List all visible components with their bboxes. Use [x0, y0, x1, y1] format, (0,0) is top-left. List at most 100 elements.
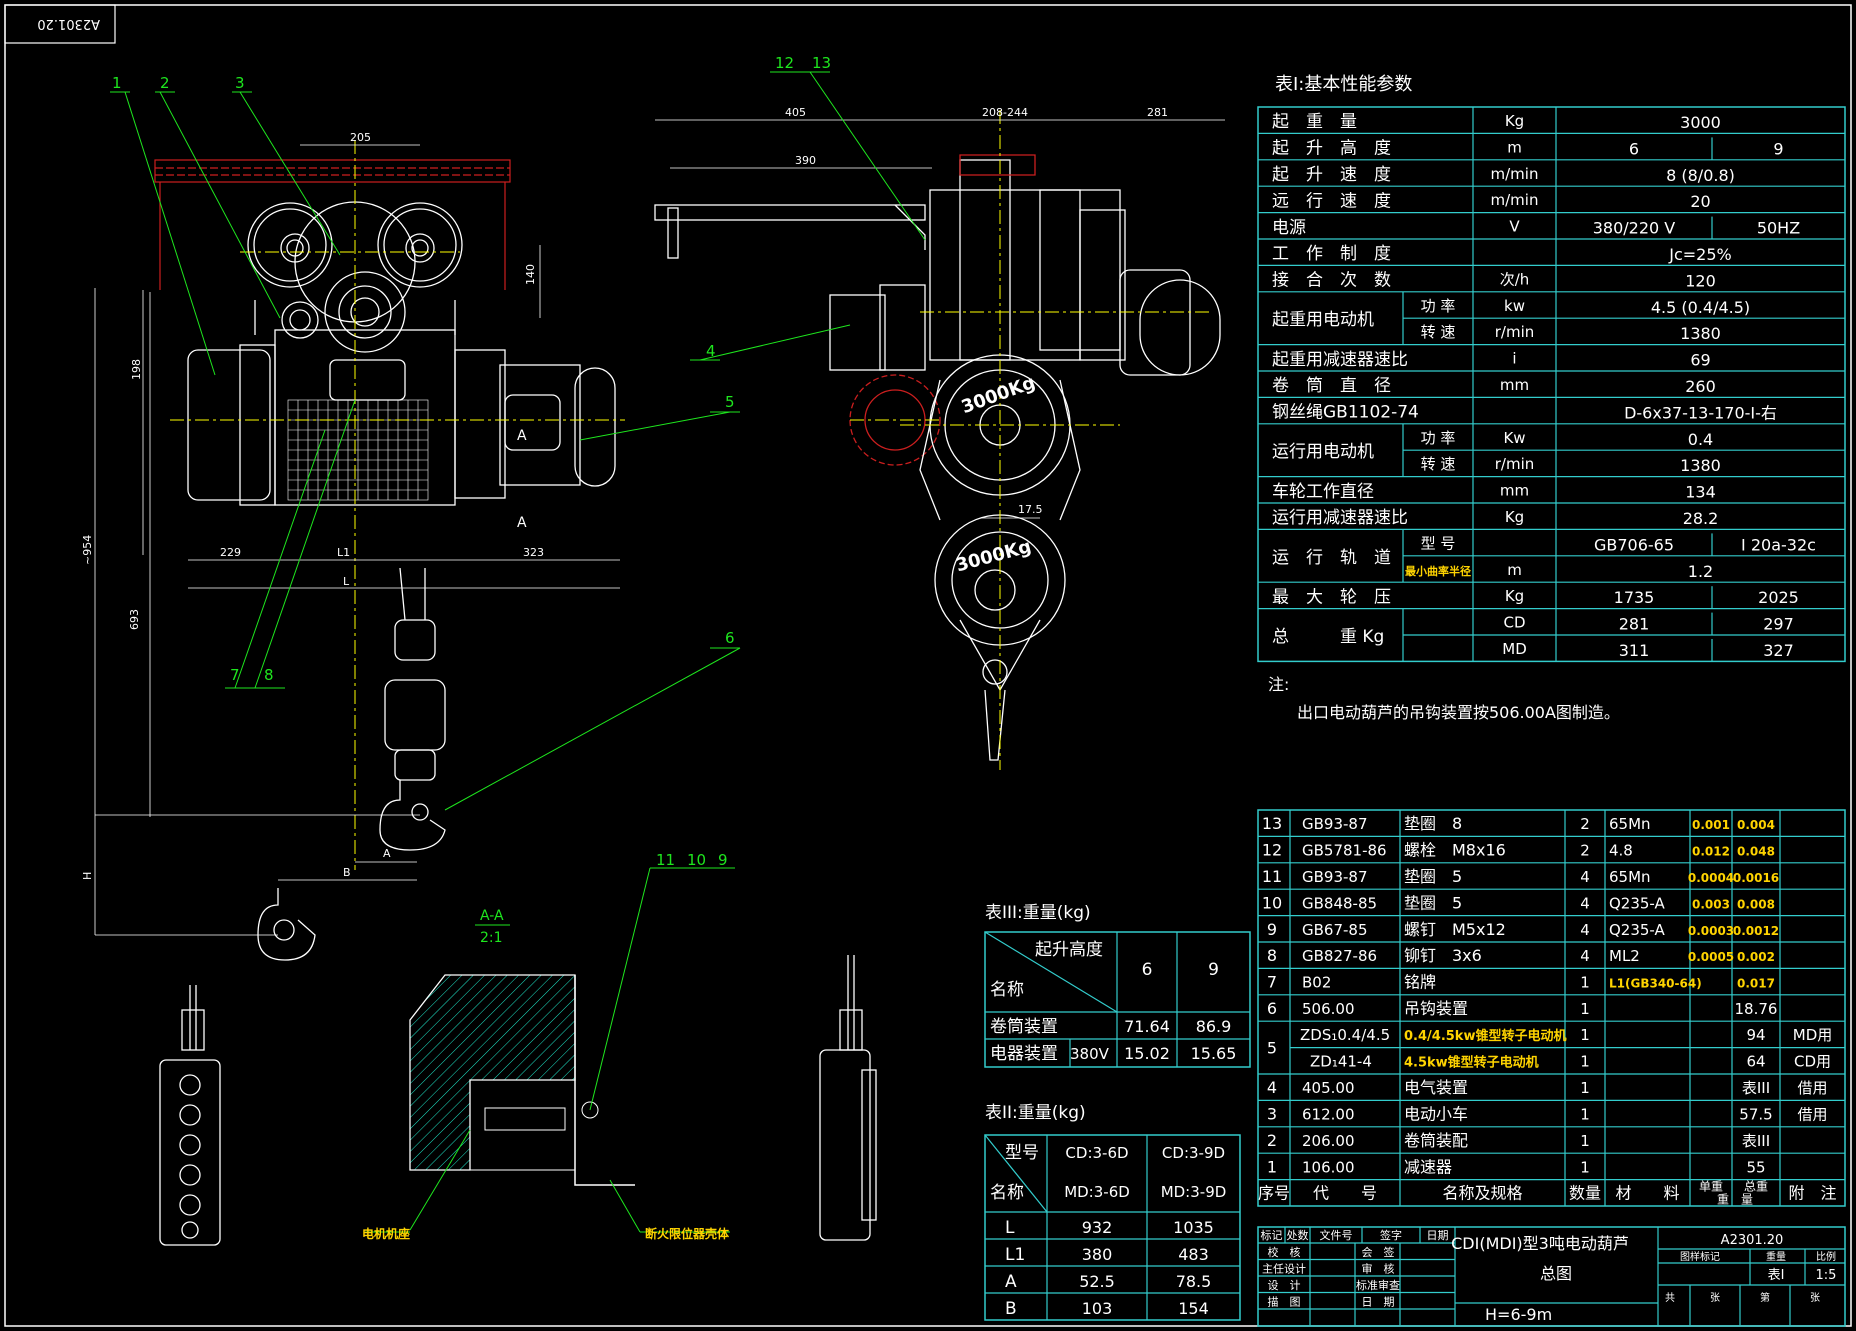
title-block-drawing-no: A2301.20 [1721, 1233, 1784, 1248]
dim-H: H [81, 872, 94, 880]
table1-unit: Kw [1503, 429, 1525, 447]
table1-value: 4.5 (0.4/4.5) [1651, 298, 1750, 317]
bom-no: 2 [1267, 1131, 1277, 1150]
bom-name: 铭牌 [1404, 973, 1436, 992]
bom-name: 电气装置 [1404, 1078, 1468, 1097]
title-block-stage-hdr: 重量 [1766, 1250, 1786, 1263]
callout-2: 2 [160, 74, 170, 92]
table3-col: 9 [1208, 960, 1219, 980]
title-block-role: 设 计 [1268, 1279, 1301, 1292]
dim-140: 140 [524, 264, 537, 285]
title-block-range: H=6-9m [1485, 1305, 1552, 1324]
bom-note: CD用 [1794, 1053, 1831, 1071]
bom-code: ZD₁41-4 [1310, 1053, 1372, 1071]
table3-col: 6 [1142, 960, 1153, 980]
table1-title: 表Ⅰ:基本性能参数 [1275, 74, 1412, 95]
table1-unit: mm [1500, 376, 1529, 394]
dim-390: 390 [795, 154, 816, 167]
table3-corner-top: 起升高度 [1035, 940, 1103, 960]
title-block-role: 校 核 [1268, 1245, 1301, 1259]
bom-qty: 4 [1580, 868, 1590, 886]
bom-no: 7 [1267, 973, 1277, 992]
bom-no: 4 [1267, 1078, 1277, 1097]
callout-1: 1 [112, 74, 122, 92]
table1-value: 281 [1619, 615, 1650, 634]
bom-no: 1 [1267, 1157, 1277, 1176]
table3-extra: 380V [1070, 1045, 1110, 1063]
bom-mat: Q235-A [1609, 894, 1666, 912]
table1-unit: Kg [1505, 587, 1524, 605]
section-aa: A-A 2:1 11 10 9 电机机座 断火限位器壳体 [362, 851, 735, 1241]
callout-5: 5 [725, 393, 735, 411]
bom-mat: 65Mn [1609, 868, 1651, 886]
bom-name: 垫圈 5 [1404, 867, 1462, 886]
title-block-role: 描 图 [1268, 1295, 1301, 1309]
table3-name: 卷筒装置 [990, 1017, 1058, 1037]
bom-hdr-wt: 重 量 [1717, 1193, 1753, 1207]
dimensions-front [94, 144, 620, 936]
bom-code: GB848-85 [1302, 894, 1377, 912]
table1-value: 1735 [1614, 588, 1655, 607]
bom-no: 6 [1267, 999, 1277, 1018]
bom-note: 借用 [1797, 1106, 1827, 1124]
bom-border [1257, 809, 1846, 1207]
bom-hdr-w2: 总重 [1744, 1180, 1768, 1194]
title-block-title: CDI(MDI)型3吨电动葫芦 [1451, 1234, 1629, 1253]
bom-qty: 4 [1580, 894, 1590, 912]
bom-code: GB93-87 [1302, 815, 1368, 833]
bom-hdr-w1: 单重 [1699, 1180, 1723, 1194]
table2-col: CD:3-6D [1065, 1144, 1128, 1162]
dim-693: 693 [128, 609, 141, 630]
table1-value: I 20a-32c [1741, 535, 1816, 554]
title-block-hdr: 日期 [1427, 1229, 1449, 1242]
bom-qty: 1 [1580, 1053, 1590, 1071]
bom-w1: 0.0005 [1688, 950, 1734, 964]
bom-name: 垫圈 5 [1404, 893, 1462, 912]
leaders-side [690, 71, 926, 361]
table1-name: 电源 [1272, 218, 1306, 238]
bom-w2: 表III [1742, 1079, 1770, 1097]
table1-value: 2025 [1758, 588, 1799, 607]
callout-3: 3 [235, 74, 245, 92]
bom-w1: 0.0003 [1688, 924, 1734, 938]
dimensions-side [655, 119, 1225, 519]
dim-B: B [343, 866, 351, 879]
bom-w2: 57.5 [1739, 1106, 1772, 1124]
corner-stamp-text: A2301.20 [37, 16, 100, 31]
title-block-sheet: 第 [1760, 1291, 1770, 1304]
table1-unit: MD [1502, 640, 1527, 658]
table1-value: 120 [1685, 271, 1716, 290]
title-block-subtitle: 总图 [1540, 1264, 1572, 1283]
dim-323: 323 [523, 546, 544, 559]
label-limit-housing: 断火限位器壳体 [645, 1226, 730, 1241]
table1-sub: 转 速 [1421, 323, 1456, 341]
table1-unit: Kg [1505, 508, 1524, 526]
bom-code: 206.00 [1302, 1132, 1355, 1150]
table1-value: 28.2 [1683, 509, 1719, 528]
title-block-stage: 表I [1768, 1268, 1785, 1283]
centerlines-front [170, 140, 625, 870]
rail-beam [154, 159, 511, 290]
table1-value: 1.2 [1688, 562, 1713, 581]
front-view [154, 159, 616, 961]
bom-name: 吊钩装置 [1404, 999, 1468, 1018]
table1-sub: 型 号 [1421, 534, 1456, 552]
bom-code: 405.00 [1302, 1079, 1355, 1097]
bom-qty: 4 [1580, 921, 1590, 939]
table3-value: 71.64 [1124, 1017, 1170, 1036]
dim-198: 198 [130, 359, 143, 380]
bom-qty: 1 [1580, 1026, 1590, 1044]
bom-mat: L1(GB340-64) [1609, 977, 1702, 991]
bom-no: 12 [1262, 841, 1282, 860]
table2-value: 932 [1082, 1218, 1113, 1237]
table1-unit: V [1509, 218, 1520, 236]
table2-name: A [1005, 1272, 1017, 1292]
table3-title: 表III:重量(kg) [985, 903, 1091, 923]
table1-unit: r/min [1495, 455, 1535, 473]
table1-value: 260 [1685, 377, 1716, 396]
bom-no: 9 [1267, 920, 1277, 939]
bom-name: 螺栓 M8x16 [1404, 841, 1506, 860]
table1-value: 9 [1773, 139, 1783, 158]
bom-no: 8 [1267, 946, 1277, 965]
